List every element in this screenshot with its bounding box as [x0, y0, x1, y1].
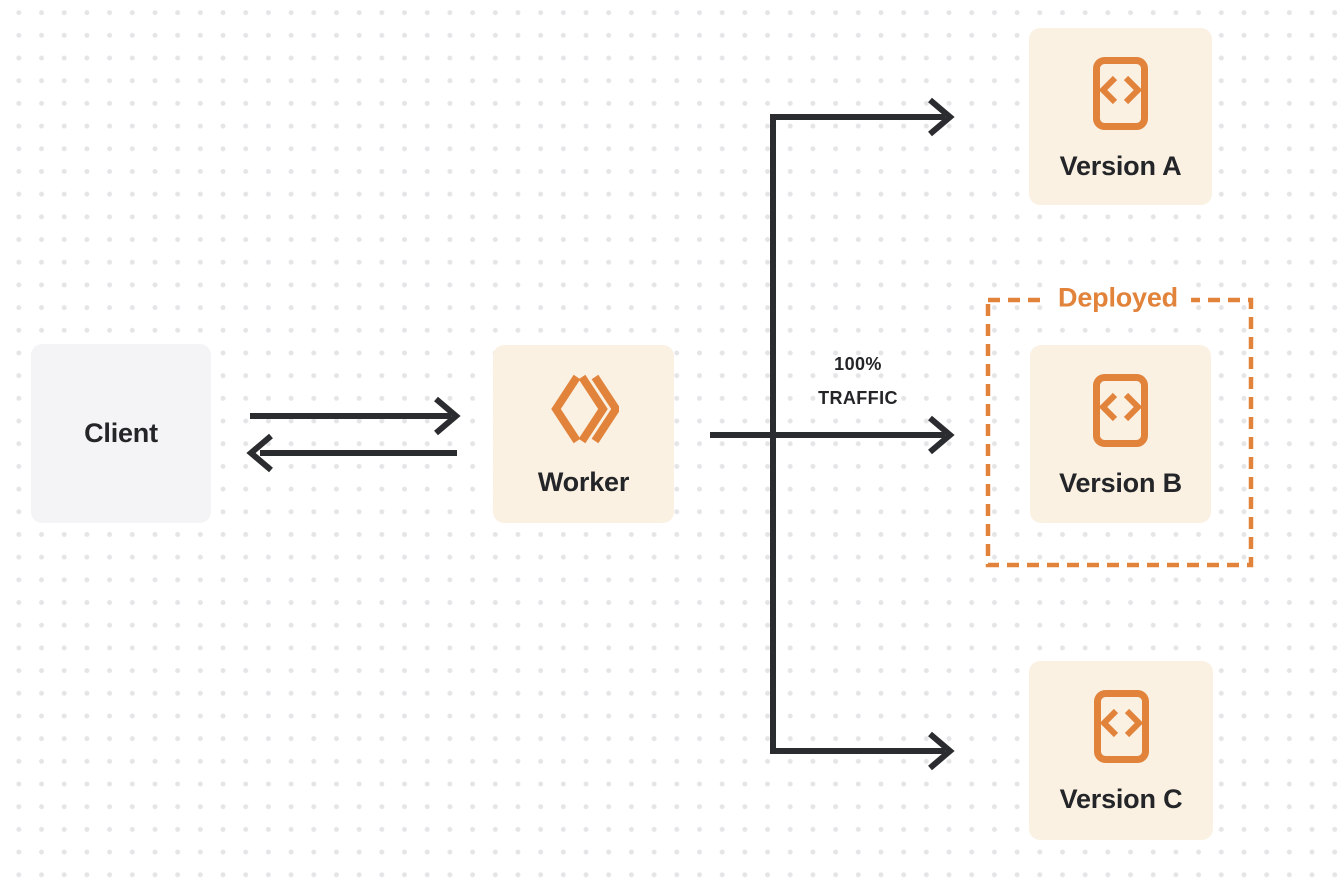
- node-client: Client: [31, 344, 211, 523]
- arrowhead-to-version-a: [928, 97, 955, 137]
- worker-label: Worker: [537, 467, 630, 497]
- arrowhead-client-to-worker: [434, 396, 461, 436]
- version-b-label: Version B: [1059, 468, 1182, 498]
- client-label: Client: [84, 418, 158, 448]
- code-file-icon: [1093, 690, 1149, 763]
- node-worker: Worker: [493, 345, 674, 523]
- code-file-icon: [1093, 374, 1148, 447]
- deployed-label: Deployed: [1045, 282, 1191, 314]
- version-a-label: Version A: [1059, 151, 1182, 181]
- cloudflare-workers-icon: [550, 374, 619, 444]
- traffic-label: 100% TRAFFIC: [787, 347, 929, 415]
- node-version-b: Version B: [1030, 345, 1211, 523]
- traffic-percent: 100%: [834, 354, 882, 374]
- version-c-label: Version C: [1059, 784, 1183, 814]
- node-version-a: Version A: [1029, 28, 1212, 205]
- arrowhead-to-version-b: [928, 415, 955, 455]
- code-file-icon: [1093, 57, 1148, 130]
- arrowhead-to-version-c: [928, 731, 955, 771]
- traffic-word: TRAFFIC: [818, 388, 898, 408]
- node-version-c: Version C: [1029, 661, 1213, 840]
- arrowhead-worker-to-client: [246, 433, 273, 473]
